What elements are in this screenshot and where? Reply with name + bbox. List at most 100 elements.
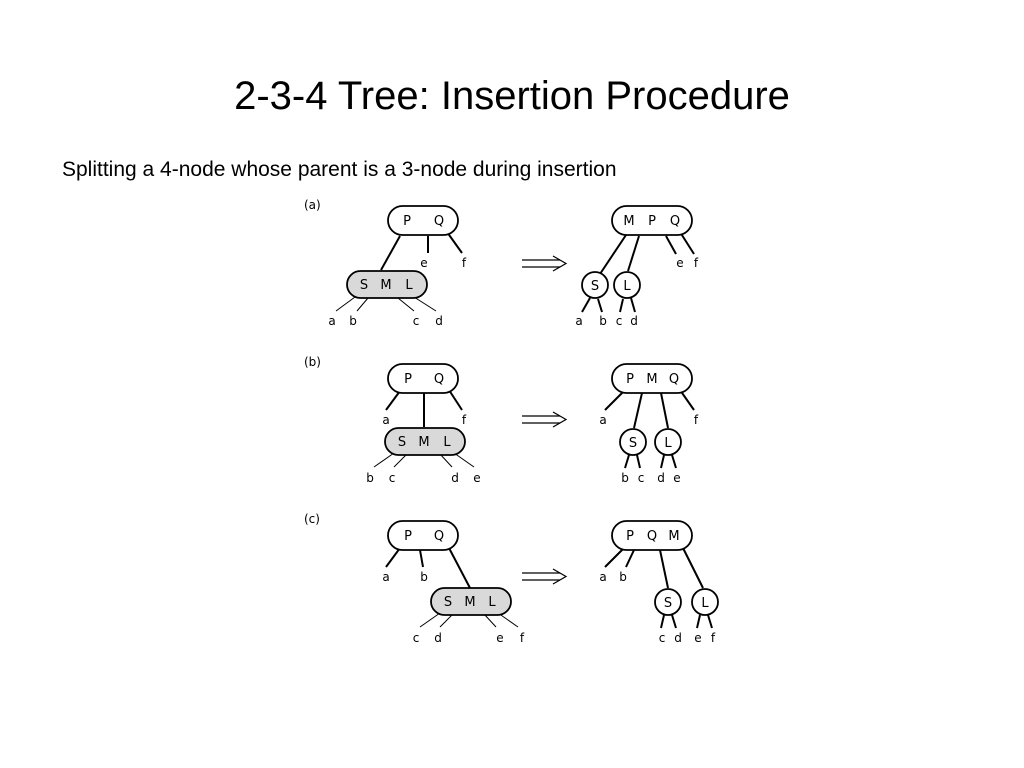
panel-b-before: P Q a f S M L b c d e [366,363,481,485]
transform-arrow [522,255,568,272]
parent-key: P [404,529,412,544]
leaf-label: a [575,314,582,328]
split-left-node [581,271,609,299]
edge [581,297,591,313]
edge [604,390,625,411]
parent-node [611,520,693,551]
four-node [346,270,428,299]
leaf-label: a [328,314,335,328]
edge [636,454,641,469]
edge [419,549,424,568]
panel-a-after: M P Q e f S L a b c d [575,205,699,328]
edge [413,296,437,312]
parent-key: P [648,214,656,229]
edge [335,296,356,312]
leaf-label: e [676,256,683,270]
edge [439,613,454,628]
edge [439,453,453,468]
leaf-label: f [462,413,467,427]
parent-key: Q [434,372,444,387]
panel-c-before: P Q a b S M L c d e f [382,520,525,645]
transform-arrow [522,568,568,585]
edge [660,614,665,629]
leaf-label: b [619,570,627,584]
transform-arrow [522,411,568,428]
right-key: L [701,596,709,611]
panel-c: (c) P Q a b S M L c d e f [304,512,719,645]
child-key: L [488,595,496,610]
leaf-label: c [389,471,396,485]
edge [671,454,677,469]
leaf-label: f [711,631,716,645]
parent-node [611,363,693,394]
leaf-label: e [473,471,480,485]
leaf-label: d [451,471,459,485]
leaf-label: a [599,570,606,584]
child-key: L [405,278,413,293]
leaf-label: d [630,314,638,328]
parent-node [387,520,459,551]
edge [679,231,695,255]
child-key: M [380,278,391,293]
split-right-node [691,588,719,616]
parent-key: M [668,529,679,544]
edge [385,547,401,568]
edge [707,614,713,629]
leaf-label: a [382,413,389,427]
leaf-label: a [382,570,389,584]
edge [660,392,669,429]
edge [419,612,441,628]
parent-key: P [626,372,634,387]
parent-key: M [646,372,657,387]
split-left-node [619,428,647,456]
child-key: S [360,278,368,293]
panel-b: (b) P Q a f S M L b c d e [304,355,699,485]
right-key: L [664,436,672,451]
leaf-label: d [657,471,665,485]
left-key: S [664,596,672,611]
leaf-label: c [413,314,420,328]
edge [665,235,677,255]
edge [624,454,630,469]
leaf-label: d [674,631,682,645]
edge [660,454,665,469]
panel-a-label: (a) [304,198,321,212]
four-node [430,587,512,616]
leaf-label: c [616,314,623,328]
edge [659,549,669,589]
leaf-label: b [366,471,374,485]
edge [604,547,625,568]
split-left-node [654,588,682,616]
panel-b-label: (b) [304,355,321,369]
slide-title: 2-3-4 Tree: Insertion Procedure [234,74,790,118]
leaf-label: b [621,471,629,485]
edge [597,298,603,313]
edge [446,231,463,254]
edge [599,234,627,275]
leaf-label: f [694,256,699,270]
left-key: S [629,436,637,451]
edge [696,614,701,629]
edge [385,390,401,411]
parent-key: P [403,214,411,229]
leaf-label: e [673,471,680,485]
parent-node [387,363,459,394]
panel-a-before: P Q e f S M L a b c d [328,205,467,328]
parent-key: M [623,214,634,229]
edge [397,297,415,312]
leaf-label: f [694,413,699,427]
edge [625,549,635,568]
leaf-label: c [413,631,420,645]
edge [630,297,636,313]
panel-c-label: (c) [304,512,320,526]
edge [627,235,640,272]
split-right-node [613,271,641,299]
edge [671,614,677,629]
split-right-node [654,428,682,456]
edge [448,547,471,589]
parent-key: P [626,529,634,544]
edge [633,392,643,429]
edge [619,298,624,313]
edge [682,547,704,589]
leaf-label: c [638,471,645,485]
